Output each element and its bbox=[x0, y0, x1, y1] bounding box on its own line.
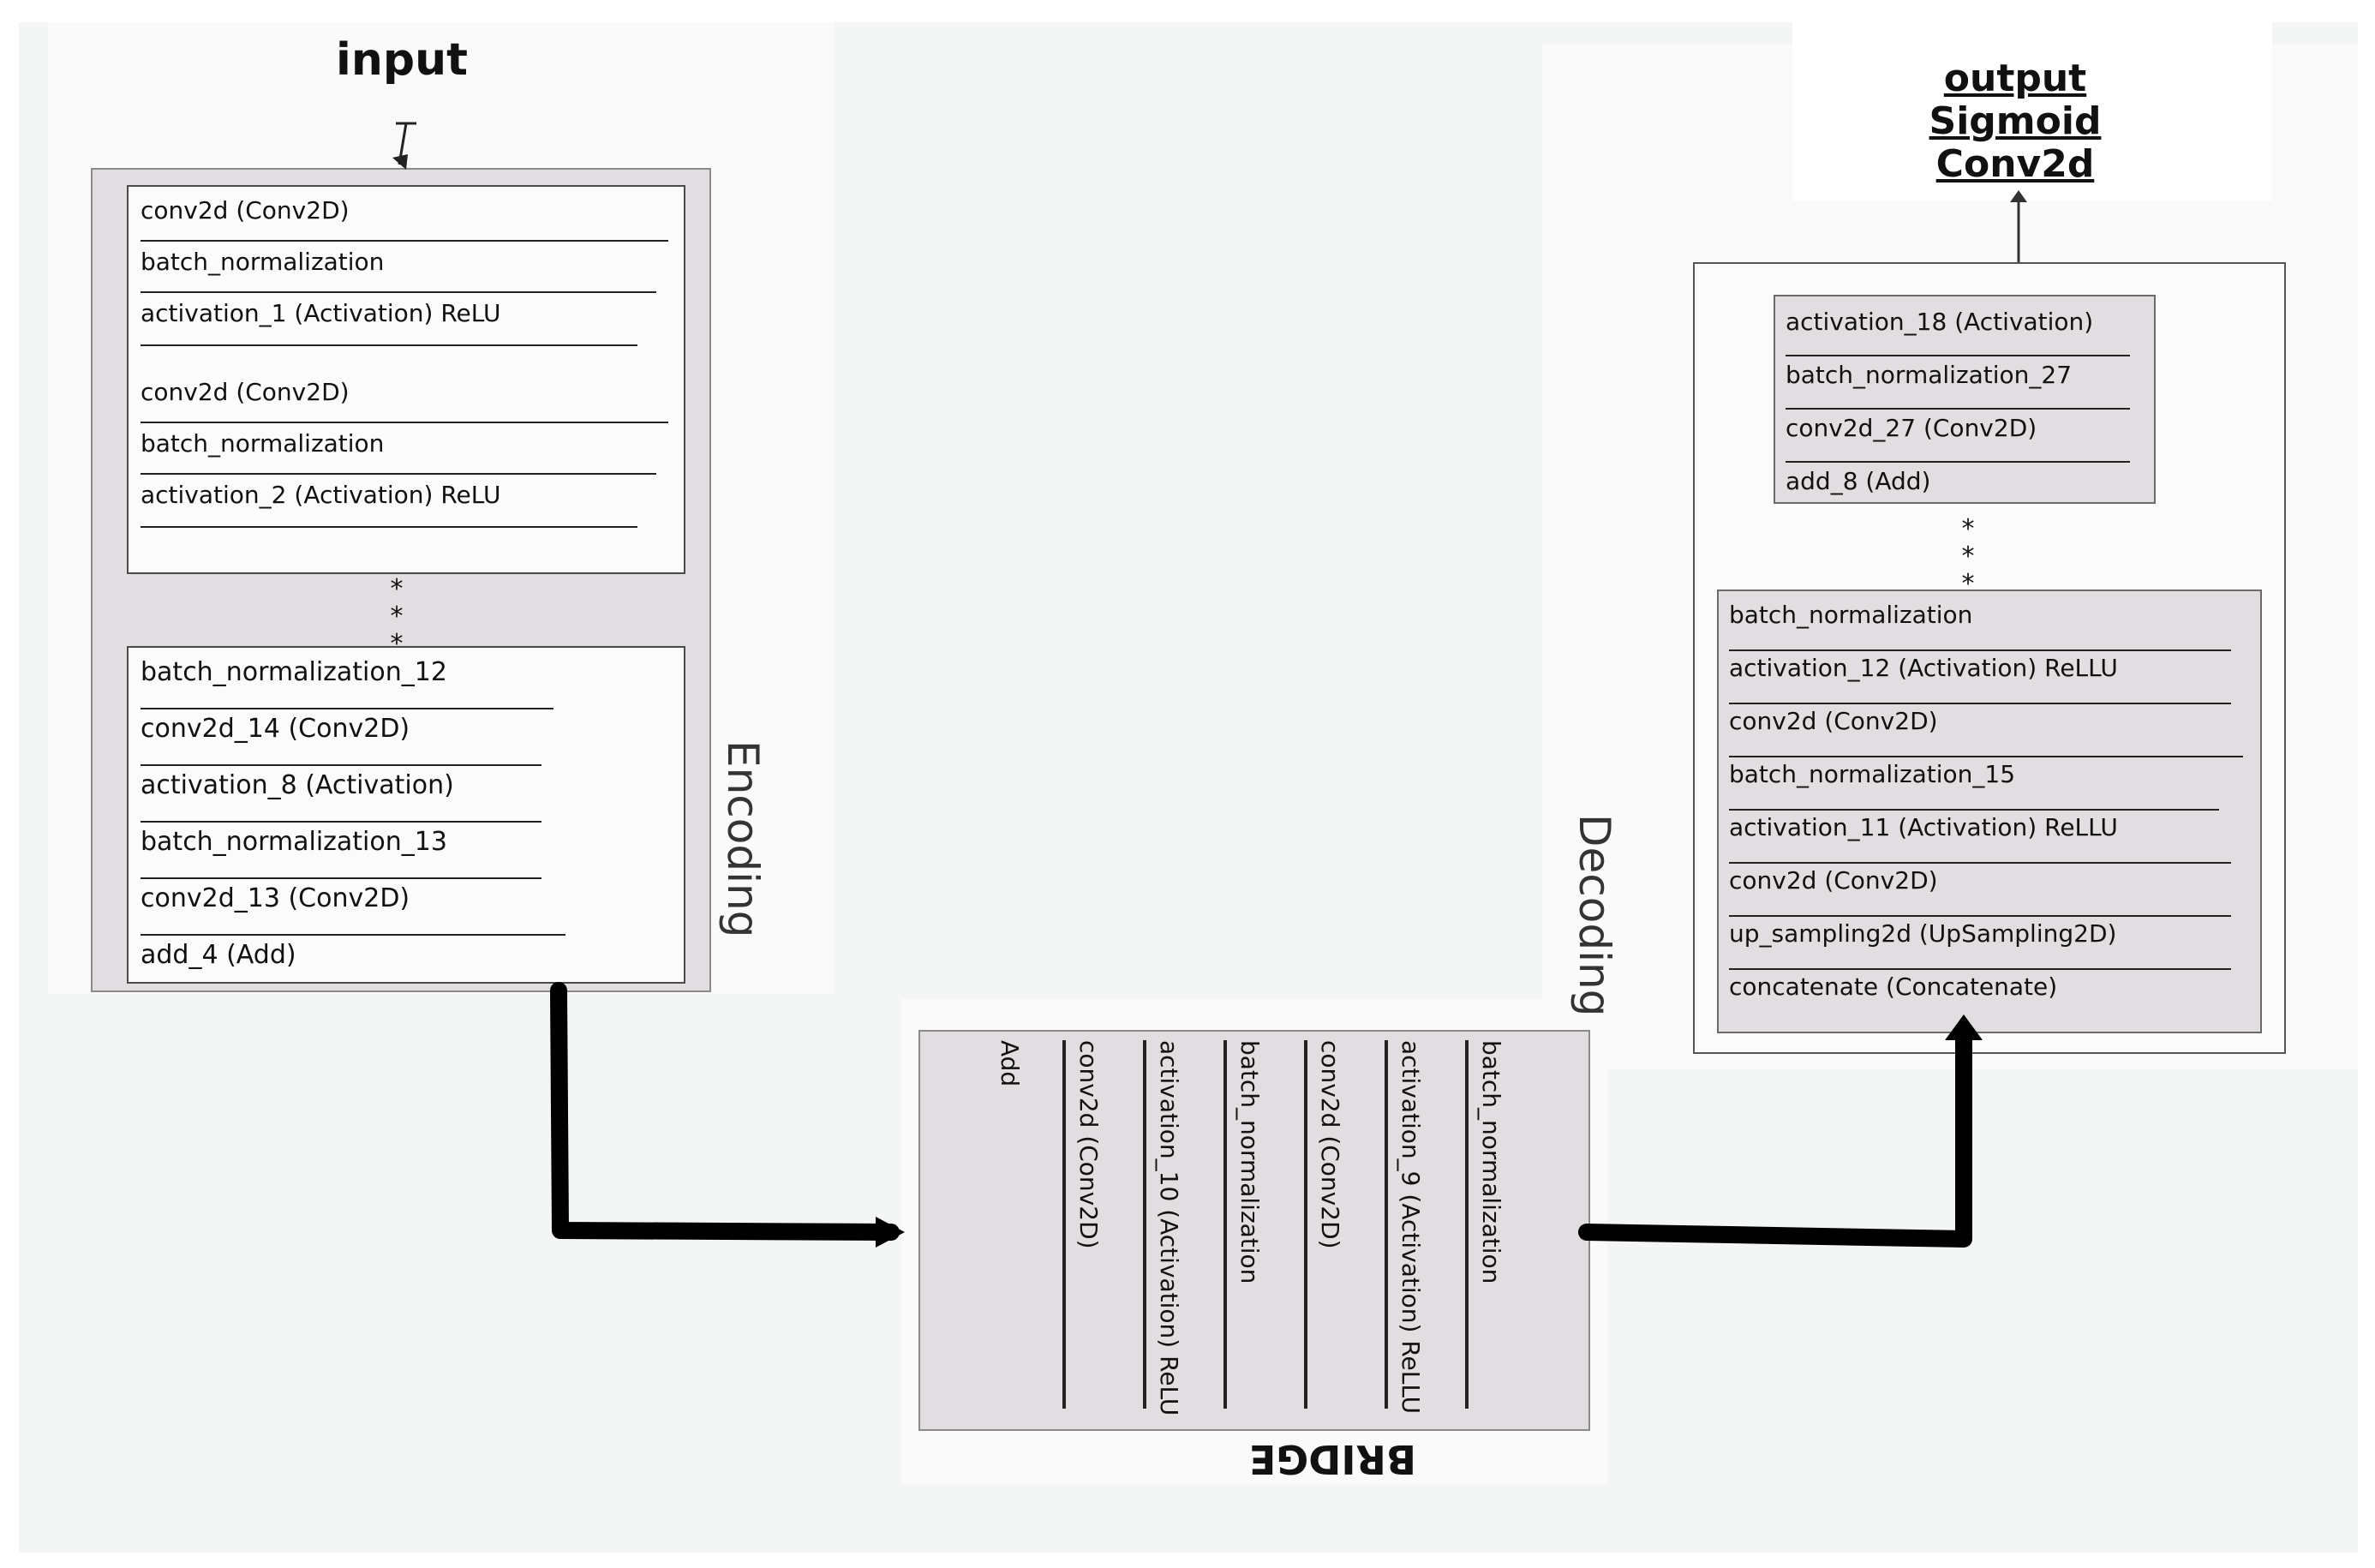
decoding-side-label: Decoding bbox=[1570, 814, 1619, 1017]
layer-label: batch_normalization_13 bbox=[141, 827, 447, 857]
bridge-layer: batch_normalization bbox=[1223, 1040, 1268, 1409]
layer-label: batch_normalization bbox=[141, 429, 385, 458]
bridge-to-decoding-arrow bbox=[1578, 1025, 1972, 1248]
bridge-layer: batch_normalization bbox=[1465, 1040, 1510, 1409]
layer-label: conv2d_13 (Conv2D) bbox=[141, 883, 410, 913]
layer-divider bbox=[141, 526, 637, 528]
encoding-side-label: Encoding bbox=[718, 740, 768, 938]
bridge-layer: Add bbox=[996, 1040, 1024, 1087]
layer-label: activation_12 (Activation) ReLLU bbox=[1729, 654, 2118, 682]
layer-divider bbox=[141, 934, 565, 936]
layer-label: conv2d_27 (Conv2D) bbox=[1786, 414, 2037, 442]
bridge-layer: activation_9 (Activation) ReLLU bbox=[1385, 1040, 1429, 1414]
bridge-layer: activation_10 (Activation) ReLU bbox=[1143, 1040, 1188, 1415]
layer-label: batch_normalization_27 bbox=[1786, 361, 2073, 389]
layer-label: activation_18 (Activation) bbox=[1786, 308, 2094, 336]
layer-label: conv2d (Conv2D) bbox=[141, 378, 350, 406]
layer-label: conv2d (Conv2D) bbox=[1729, 707, 1938, 735]
layer-divider bbox=[141, 473, 656, 475]
bridge-block: batch_normalization activation_9 (Activa… bbox=[918, 1030, 1590, 1431]
bridge-layer: conv2d (Conv2D) bbox=[1062, 1040, 1107, 1409]
layer-label: add_4 (Add) bbox=[141, 940, 296, 970]
decoding-layer-group-top: activation_18 (Activation) batch_normali… bbox=[1774, 295, 2156, 504]
decoding-block: activation_18 (Activation) batch_normali… bbox=[1693, 262, 2286, 1054]
output-layer-label: Conv2d bbox=[1935, 142, 2095, 186]
layer-divider bbox=[141, 422, 668, 423]
layer-divider bbox=[141, 708, 553, 709]
layer-label: conv2d (Conv2D) bbox=[1729, 866, 1938, 895]
layer-label: batch_normalization bbox=[1729, 601, 1973, 629]
layer-divider bbox=[1729, 968, 2231, 970]
layer-divider bbox=[1729, 703, 2231, 704]
output-region bbox=[1792, 19, 2272, 200]
input-label: input bbox=[336, 34, 468, 86]
bridge-layer: conv2d (Conv2D) bbox=[1304, 1040, 1349, 1409]
layer-label: activation_8 (Activation) bbox=[141, 770, 454, 800]
layer-label: activation_2 (Activation) ReLU bbox=[141, 481, 501, 509]
layer-label: conv2d (Conv2D) bbox=[141, 196, 350, 224]
layer-divider bbox=[141, 764, 541, 766]
layer-divider bbox=[141, 240, 668, 242]
output-activation-label: Sigmoid bbox=[1929, 99, 2102, 143]
encoding-to-bridge-arrow bbox=[550, 982, 900, 1241]
layer-divider bbox=[1729, 649, 2231, 651]
layer-label: batch_normalization bbox=[141, 248, 385, 276]
layer-divider bbox=[1786, 355, 2130, 356]
layer-label: activation_11 (Activation) ReLLU bbox=[1729, 813, 2118, 841]
layer-divider bbox=[1786, 461, 2130, 463]
layer-label: up_sampling2d (UpSampling2D) bbox=[1729, 919, 2117, 948]
encoding-layer-group-2: batch_normalization_12 conv2d_14 (Conv2D… bbox=[127, 646, 685, 984]
encoding-block: conv2d (Conv2D) batch_normalization acti… bbox=[91, 168, 711, 992]
layer-divider bbox=[1786, 408, 2130, 410]
layer-divider bbox=[1729, 809, 2219, 811]
layer-divider bbox=[1729, 862, 2231, 864]
layer-divider bbox=[1729, 915, 2231, 917]
layer-divider bbox=[1729, 756, 2243, 757]
layer-label: concatenate (Concatenate) bbox=[1729, 973, 2058, 1001]
output-label: output bbox=[1943, 57, 2087, 100]
layer-divider bbox=[141, 877, 541, 879]
layer-label: batch_normalization_15 bbox=[1729, 760, 2016, 788]
layer-label: batch_normalization_12 bbox=[141, 657, 447, 687]
decoding-layer-group-bottom: batch_normalization activation_12 (Activ… bbox=[1717, 589, 2262, 1033]
layer-label: activation_1 (Activation) ReLU bbox=[141, 299, 501, 327]
layer-divider bbox=[141, 821, 541, 823]
layer-divider bbox=[141, 291, 656, 293]
layer-label: conv2d_14 (Conv2D) bbox=[141, 714, 410, 744]
layer-divider bbox=[141, 344, 637, 346]
encoding-layer-group-1: conv2d (Conv2D) batch_normalization acti… bbox=[127, 185, 685, 574]
layer-label: add_8 (Add) bbox=[1786, 467, 1931, 495]
